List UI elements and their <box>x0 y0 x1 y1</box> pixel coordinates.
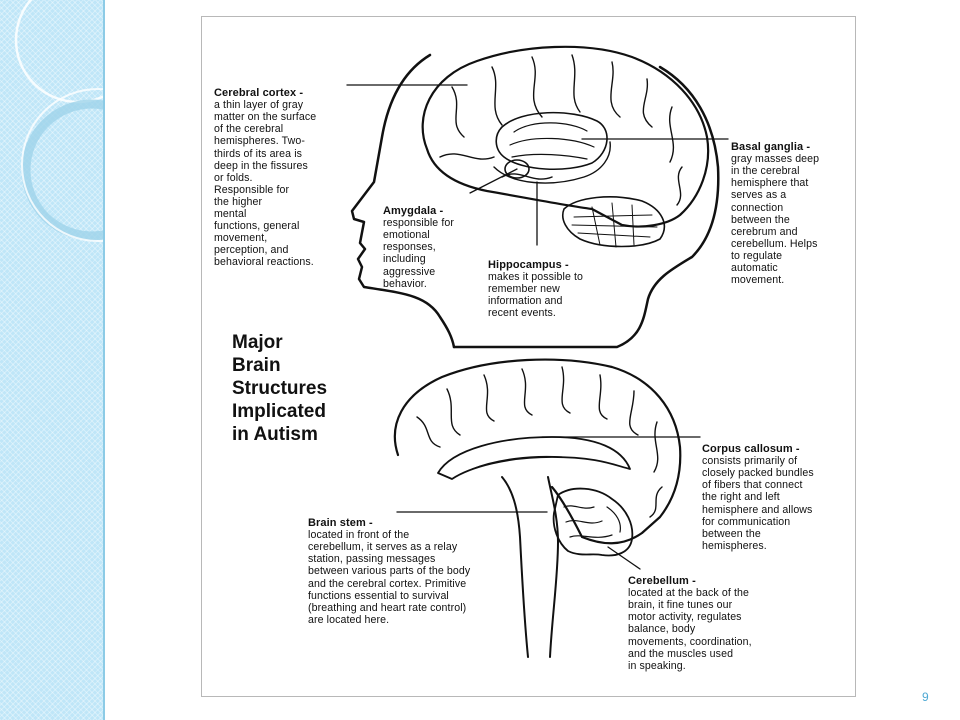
label-hippocampus: Hippocampus -makes it possible to rememb… <box>488 247 583 320</box>
sidebar-edge <box>103 0 105 720</box>
upper-cerebellum <box>562 196 666 248</box>
label-basal-ganglia-desc: gray masses deep in the cerebral hemisph… <box>731 153 820 287</box>
head-back-outline <box>452 65 720 349</box>
label-brain-stem-desc: located in front of the cerebellum, it s… <box>308 529 471 626</box>
head-profile-outline <box>350 53 456 349</box>
label-amygdala-name: Amygdala - <box>383 205 444 218</box>
corpus-callosum-inner <box>471 455 563 470</box>
label-cerebellum: Cerebellum -located at the back of the b… <box>628 563 752 672</box>
lower-cerebellum <box>552 487 634 557</box>
label-cerebral-cortex: Cerebral cortex -a thin layer of gray ma… <box>214 75 316 269</box>
label-amygdala: Amygdala -responsible for emotional resp… <box>383 193 454 290</box>
basal-ganglia-shape <box>495 111 608 171</box>
label-basal-ganglia-name: Basal ganglia - <box>731 141 811 154</box>
basal-ganglia-inner <box>509 122 595 160</box>
label-corpus-callosum-desc: consists primarily of closely packed bun… <box>702 455 814 552</box>
decorative-sidebar <box>0 0 105 720</box>
label-corpus-callosum-name: Corpus callosum - <box>702 443 800 456</box>
label-cerebellum-name: Cerebellum - <box>628 575 696 588</box>
label-hippocampus-name: Hippocampus - <box>488 259 569 272</box>
amygdala-shape <box>504 159 530 179</box>
leader-cerebellum <box>607 546 641 570</box>
label-cerebellum-desc: located at the back of the brain, it fin… <box>628 587 752 672</box>
brain-stem-outline <box>501 476 559 658</box>
label-amygdala-desc: responsible for emotional responses, inc… <box>383 217 454 290</box>
label-corpus-callosum: Corpus callosum -consists primarily of c… <box>702 431 814 552</box>
upper-cerebellum-lines <box>571 202 658 248</box>
diagram-title: Major Brain Structures Implicated in Aut… <box>232 332 328 445</box>
label-basal-ganglia: Basal ganglia -gray masses deep in the c… <box>731 129 819 286</box>
leader-amygdala <box>469 168 518 194</box>
label-brain-stem-name: Brain stem - <box>308 517 373 530</box>
label-cerebral-cortex-desc: a thin layer of gray matter on the surfa… <box>214 99 317 269</box>
corpus-callosum-shape <box>437 436 631 480</box>
brain-illustration <box>346 45 729 658</box>
brain-diagram-figure: Cerebral cortex -a thin layer of gray ma… <box>201 16 856 697</box>
lower-brain-outline <box>393 358 682 545</box>
label-cerebral-cortex-name: Cerebral cortex - <box>214 87 304 100</box>
label-brain-stem: Brain stem -located in front of the cere… <box>308 505 470 626</box>
page-number: 9 <box>922 690 929 704</box>
lower-cerebellum-detail <box>563 505 621 538</box>
sidebar-circles-decoration <box>14 0 105 242</box>
upper-brain-fold <box>439 54 683 206</box>
lower-brain-folds <box>416 366 663 518</box>
label-hippocampus-desc: makes it possible to remember new inform… <box>488 271 584 320</box>
upper-brain-outline <box>421 45 710 228</box>
